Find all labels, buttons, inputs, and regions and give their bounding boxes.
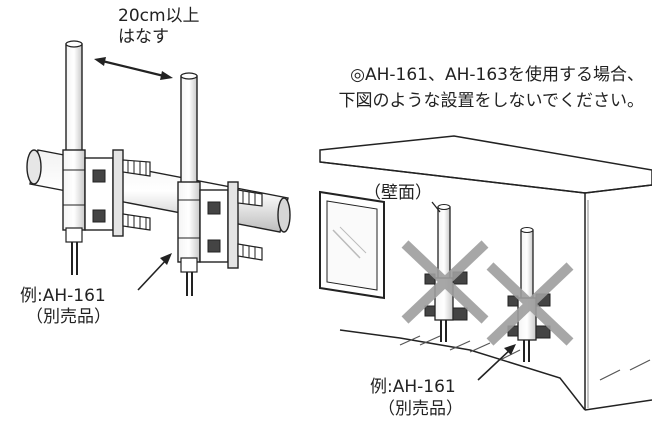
antenna-left [62, 40, 86, 275]
wall-label: （壁面） [364, 183, 432, 203]
leader-arrow-left [137, 253, 172, 291]
window [319, 190, 385, 300]
example-left-line2: （別売品） [26, 307, 111, 327]
distance-arrow [94, 57, 173, 80]
distance-label-line2: はなす [118, 27, 169, 47]
distance-label-line1: 20cm以上 [118, 6, 200, 26]
x-mark-2 [486, 262, 574, 346]
example-right-line2: （別売品） [378, 399, 463, 419]
note-line1: ◎AH-161、AH-163を使用する場合、 [350, 65, 644, 85]
bracket-right [199, 181, 263, 269]
example-right-line1: 例:AH-161 [370, 377, 456, 397]
bracket-left [84, 149, 151, 237]
leader-arrow-right [477, 344, 516, 381]
note-line2: 下図のような設置をしないでください。 [338, 91, 645, 111]
x-mark-1 [401, 240, 489, 324]
building [319, 135, 652, 411]
wall-label-leader [431, 201, 441, 213]
antenna-right [177, 72, 201, 296]
example-left-line1: 例:AH-161 [20, 286, 106, 306]
